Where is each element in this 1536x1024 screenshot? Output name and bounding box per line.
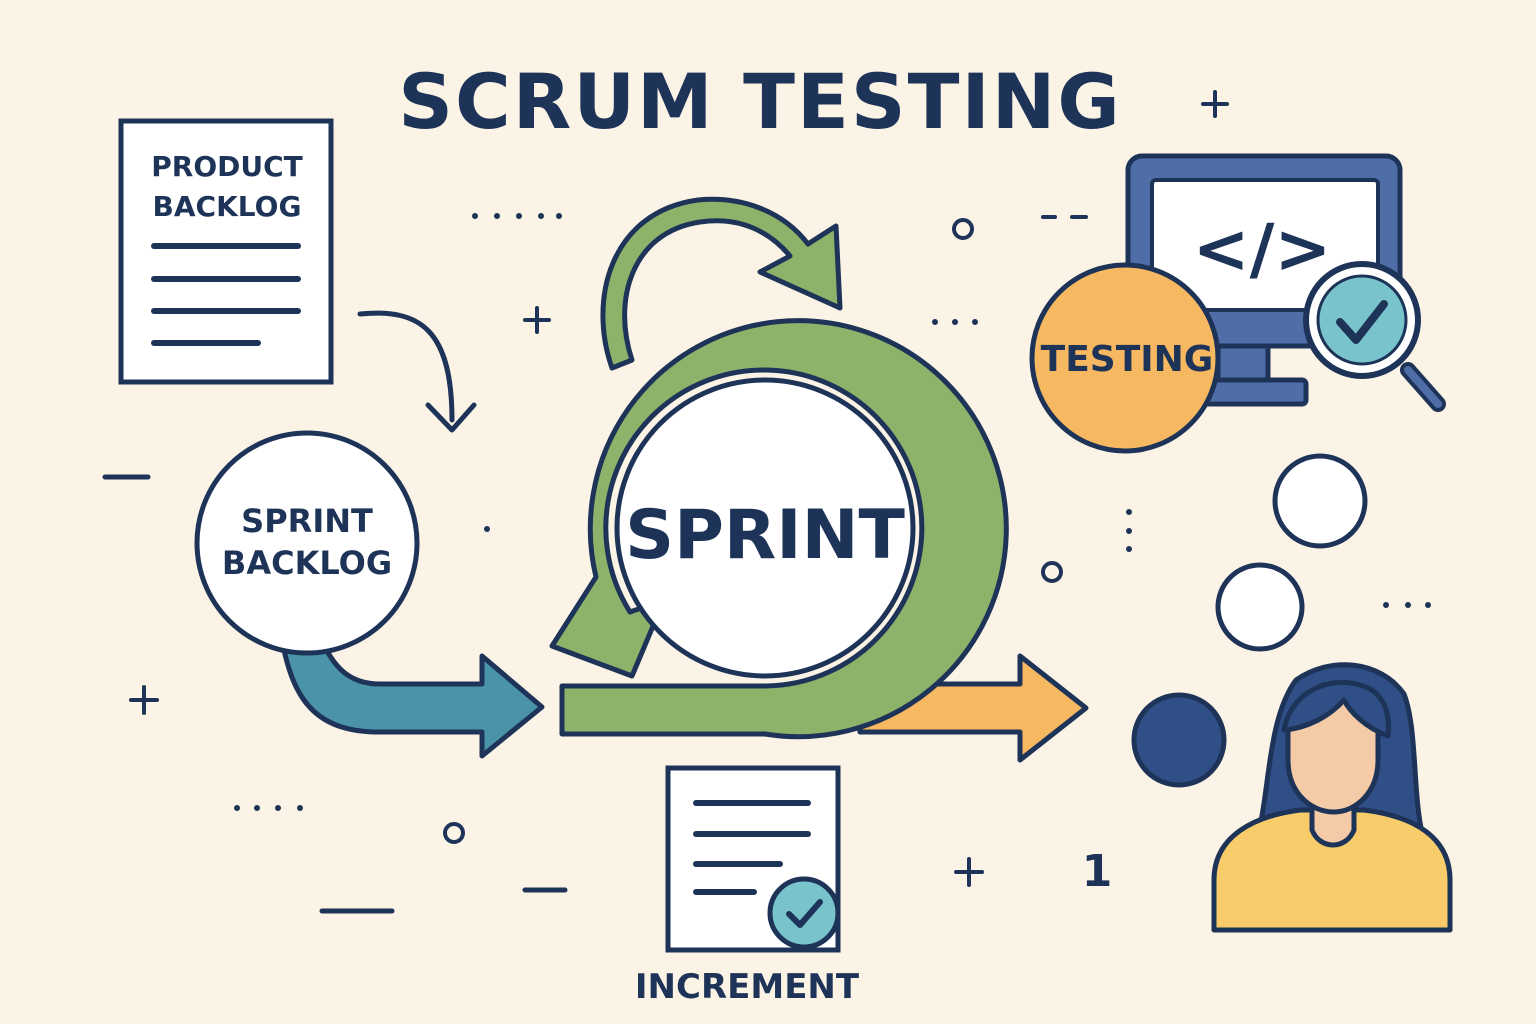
sprint-inner-circle — [614, 377, 916, 679]
plus-icon — [523, 306, 551, 334]
document-lines — [151, 243, 301, 346]
dot-row — [932, 319, 978, 325]
checkmark-badge — [767, 876, 841, 950]
dot-column — [1126, 509, 1132, 552]
testing-label: TESTING — [1041, 339, 1214, 380]
sprint-label: SPRINT — [625, 496, 905, 575]
increment-document: INCREMENT — [635, 765, 860, 1007]
dot-row — [234, 805, 303, 811]
magnifier-handle-fill — [1404, 366, 1442, 408]
document-lines — [693, 800, 811, 895]
dot — [484, 526, 490, 532]
person-shirt — [1211, 807, 1453, 933]
orange-flow-arrow — [857, 653, 1089, 763]
ring-mark — [952, 218, 974, 240]
deco-number: 1 — [1082, 846, 1113, 897]
checkmark-icon — [786, 899, 823, 928]
product-backlog-label-line2: BACKLOG — [153, 190, 302, 223]
sprint-backlog-circle: SPRINT BACKLOG — [194, 430, 420, 656]
person-icon — [1211, 662, 1453, 933]
decorations — [102, 90, 1431, 914]
plus-icon — [1201, 90, 1229, 118]
page-title: SCRUM TESTING — [398, 57, 1121, 146]
dot-row — [1383, 602, 1431, 608]
person-bangs — [1281, 679, 1391, 739]
decorative-circle — [1131, 692, 1227, 788]
dot-row — [472, 213, 562, 219]
testing-circle — [1029, 262, 1221, 454]
testing-monitor: </> TESTING — [1029, 153, 1446, 454]
checkmark-icon — [1336, 300, 1388, 344]
product-backlog-document: PRODUCT BACKLOG — [118, 118, 334, 385]
sprint-backlog-label-line1: SPRINT — [241, 502, 373, 540]
decorative-circle — [1272, 453, 1368, 549]
cycle-arrow-icon — [600, 196, 843, 371]
sprint-loop — [549, 318, 1009, 740]
ring-mark — [443, 822, 465, 844]
plus-icon — [129, 685, 159, 715]
magnifier-lens — [1316, 274, 1408, 366]
sprint-cycle: SPRINT — [549, 196, 1009, 740]
ring-mark — [1041, 561, 1063, 583]
product-backlog-label-line1: PRODUCT — [151, 150, 303, 183]
decorative-circle — [1215, 562, 1305, 652]
document-icon — [118, 118, 334, 385]
code-icon: </> — [1193, 210, 1332, 289]
sprint-backlog-label-line2: BACKLOG — [222, 544, 392, 582]
plus-icon — [954, 857, 984, 887]
backlog-flow-arrow — [357, 310, 477, 433]
increment-label: INCREMENT — [635, 967, 860, 1007]
teal-flow-arrow — [280, 642, 545, 759]
